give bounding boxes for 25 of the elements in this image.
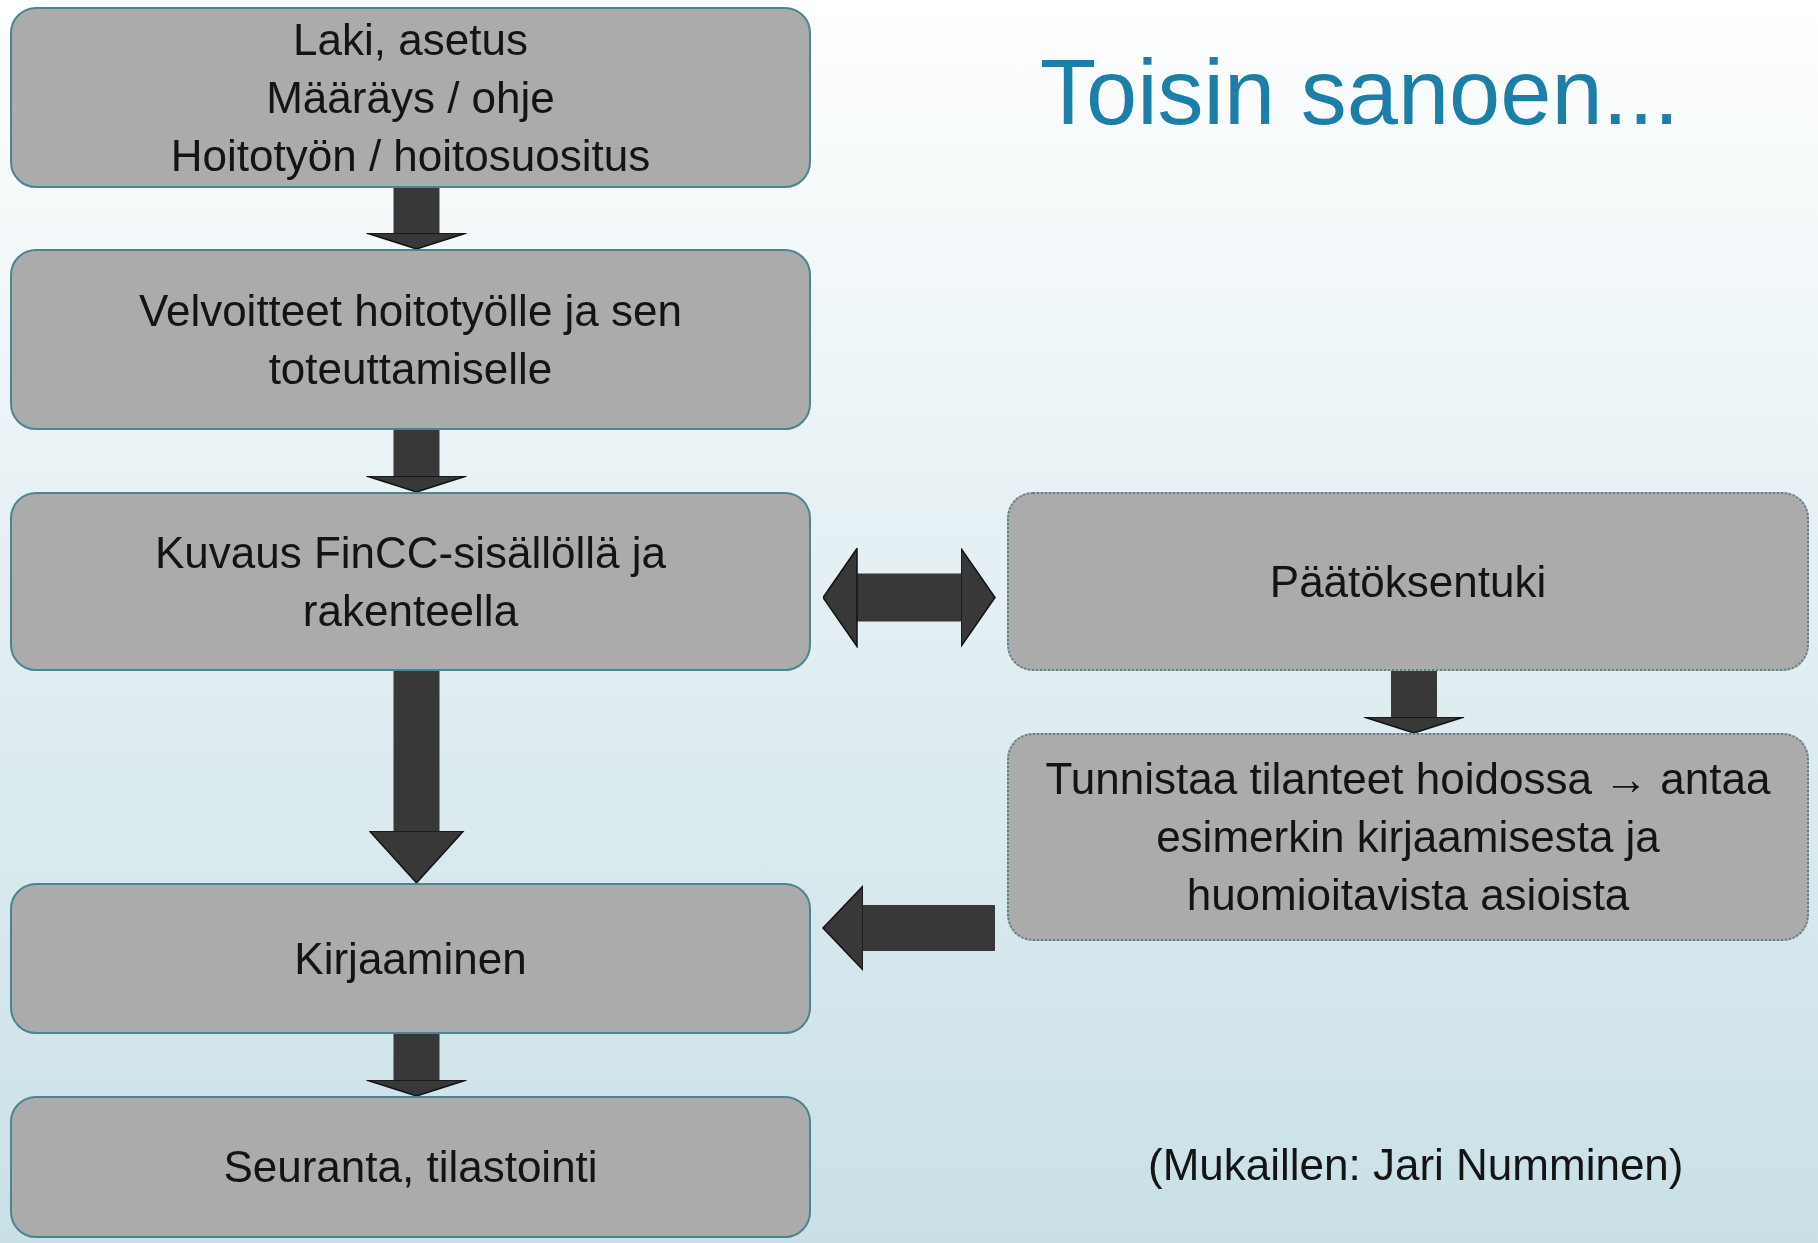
process-box	[10, 7, 811, 188]
process-box	[1007, 733, 1809, 941]
block-arrow	[822, 547, 996, 648]
source-note: (Mukaillen: Jari Numminen)	[1148, 1140, 1684, 1190]
block-arrow	[1363, 671, 1465, 734]
box-text: Määräys / ohje	[266, 71, 555, 124]
box-text: Tunnistaa tilanteet hoidossa → antaa esimerkin kirjaamisesta ja huomioitavista asioista	[1044, 753, 1772, 921]
box-text: Päätöksentuki	[1269, 555, 1547, 608]
block-arrow	[822, 885, 995, 971]
box-text: Seuranta, tilastointi	[223, 1141, 598, 1193]
process-box	[10, 492, 811, 671]
box-text: Kirjaaminen	[294, 932, 527, 985]
block-arrow	[365, 188, 468, 250]
block-arrow	[365, 1034, 468, 1097]
box-text: Laki, asetus	[293, 13, 528, 66]
block-arrow	[365, 430, 468, 493]
block-arrow	[368, 671, 465, 884]
process-box	[1007, 492, 1809, 671]
process-box	[10, 883, 811, 1034]
box-text: Hoitotyön / hoitosuositus	[170, 129, 651, 182]
process-box	[10, 249, 811, 430]
box-text: Kuvaus FinCC-sisällöllä ja rakenteella	[153, 526, 668, 637]
process-box	[10, 1096, 811, 1238]
slide-title: Toisin sanoen...	[1040, 40, 1680, 145]
box-text: Velvoitteet hoitotyölle ja sen toteuttamiselle	[138, 284, 683, 395]
